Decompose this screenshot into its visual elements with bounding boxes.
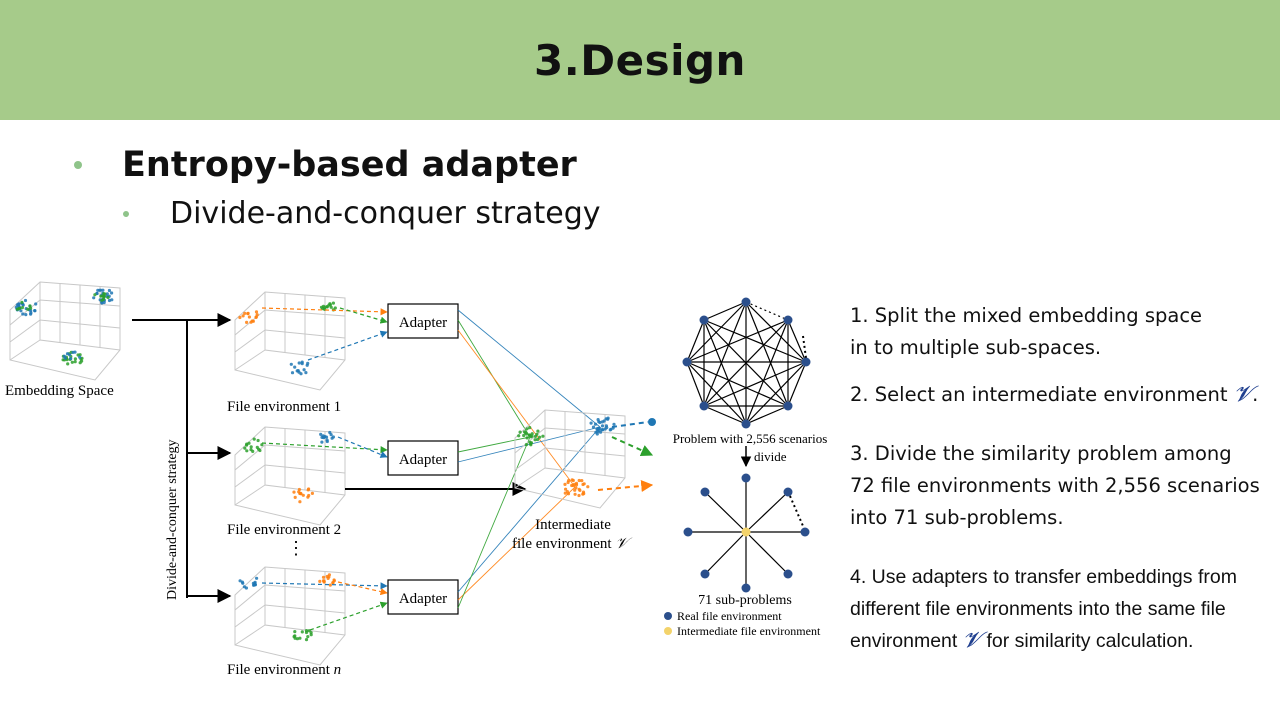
intermediate-label-line2: file environment 𝒱: [512, 536, 632, 552]
divide-label: divide: [754, 449, 787, 464]
intermediate-label-line1: Intermediate: [535, 517, 611, 533]
adapter-box-2: Adapter: [387, 440, 459, 476]
file-environment-1-label: File environment 1: [227, 399, 341, 415]
file-environment-1-plot: [234, 291, 346, 391]
bullet-level-2: Divide-and-conquer strategy: [123, 196, 601, 231]
graph-legend: Real file environment Intermediate file …: [664, 609, 821, 638]
problem-label: Problem with 2,556 scenarios: [673, 431, 828, 446]
star-graph: [688, 478, 805, 588]
bullet-subheading: Divide-and-conquer strategy: [170, 196, 601, 231]
step-3-text: 3. Divide the similarity problem among 7…: [850, 442, 1260, 529]
file-environment-2-label: File environment 2: [227, 522, 341, 538]
strategy-label: Divide-and-conquer strategy: [165, 439, 180, 600]
step-1-text: 1. Split the mixed embedding space in to…: [850, 304, 1203, 359]
slide-header: 3.Design: [0, 0, 1280, 120]
svg-text:Adapter: Adapter: [399, 315, 447, 331]
step-4-text: 4. Use adapters to transfer embeddings f…: [850, 566, 1237, 653]
embedding-space-plot: Embedding Space: [5, 281, 121, 399]
file-environment-2-plot: [234, 426, 346, 526]
environment-ellipsis: ⋮: [287, 538, 305, 558]
svg-text:Adapter: Adapter: [399, 591, 447, 607]
bullet-dot-icon: [123, 210, 129, 217]
step-2-text: 2. Select an intermediate environment 𝓥.: [850, 382, 1259, 407]
svg-text:Adapter: Adapter: [399, 452, 447, 468]
bullet-level-1: Entropy-based adapter: [74, 145, 577, 185]
adapter-box-n: Adapter: [387, 579, 459, 615]
bullet-dot-icon: [74, 161, 82, 169]
divide-tree-connectors: [132, 313, 232, 603]
legend-real: Real file environment: [677, 609, 782, 623]
complete-graph: [686, 301, 807, 425]
intermediate-environment-plot: [514, 409, 626, 509]
subproblems-label: 71 sub-problems: [698, 593, 792, 608]
file-environment-n-label: File environment n: [227, 662, 341, 678]
legend-intermediate: Intermediate file environment: [677, 624, 821, 638]
bullet-heading: Entropy-based adapter: [122, 145, 577, 185]
file-environment-n-plot: [234, 566, 346, 666]
adapter-box-1: Adapter: [387, 303, 459, 339]
divide-and-conquer-diagram: Embedding Space File environment 1 File …: [5, 281, 828, 678]
slide-title: 3.Design: [534, 35, 746, 85]
embedding-space-label: Embedding Space: [5, 383, 114, 399]
